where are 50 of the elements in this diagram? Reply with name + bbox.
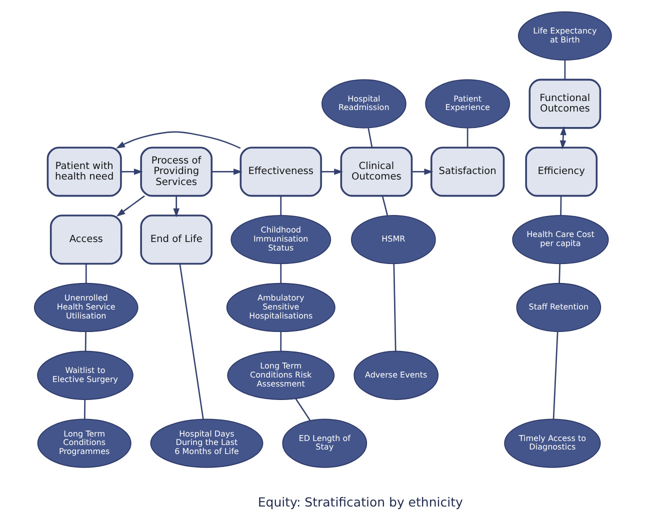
node-ellipse: ED Length of Stay bbox=[282, 418, 367, 468]
connector bbox=[178, 264, 204, 420]
connector bbox=[84, 332, 86, 352]
node-ellipse: Hospital Readmission bbox=[321, 79, 406, 128]
arrow bbox=[211, 168, 242, 175]
connector bbox=[381, 196, 388, 216]
node-ellipse: Staff Retention bbox=[516, 282, 601, 332]
connector bbox=[84, 264, 86, 284]
node-ellipse: Adverse Events bbox=[353, 350, 438, 400]
arrow bbox=[116, 131, 240, 149]
node-ellipse: Long Term Conditions Risk Assessment bbox=[226, 350, 334, 400]
node-box: Process of Providing Services bbox=[140, 146, 212, 197]
connector bbox=[466, 128, 468, 148]
arrow bbox=[412, 168, 433, 175]
node-box: End of Life bbox=[140, 214, 212, 265]
connector bbox=[552, 332, 558, 420]
node-box: Patient with health need bbox=[46, 146, 122, 197]
connector bbox=[280, 332, 282, 352]
arrow bbox=[559, 126, 566, 150]
node-ellipse: Timely Access to Diagnostics bbox=[504, 418, 600, 468]
connector bbox=[560, 196, 562, 216]
connector bbox=[558, 264, 560, 284]
node-ellipse: Hospital Days During the Last 6 Months of Life bbox=[150, 418, 263, 468]
connector bbox=[367, 128, 372, 148]
node-box: Functional Outcomes bbox=[528, 78, 601, 129]
node-box: Efficiency bbox=[524, 146, 598, 197]
arrow bbox=[172, 196, 179, 218]
connector bbox=[392, 264, 396, 352]
connector bbox=[294, 398, 310, 421]
node-box: Effectiveness bbox=[239, 146, 322, 197]
connector bbox=[280, 196, 282, 216]
arrow bbox=[116, 195, 144, 217]
label: Equity: Stratification by ethnicity bbox=[257, 494, 462, 510]
node-ellipse: Health Care Cost per capita bbox=[512, 215, 608, 264]
arrow bbox=[120, 168, 142, 175]
connector bbox=[564, 60, 566, 80]
node-ellipse: HSMR bbox=[350, 215, 436, 264]
connector bbox=[83, 400, 86, 419]
node-box: Clinical Outcomes bbox=[340, 146, 412, 197]
arrow bbox=[320, 168, 343, 175]
connector bbox=[280, 264, 282, 284]
node-box: Access bbox=[49, 214, 122, 265]
node-ellipse: Childhood Immunisation Status bbox=[230, 215, 331, 264]
node-ellipse: Long Term Conditions Programmes bbox=[36, 418, 131, 468]
node-box: Satisfaction bbox=[430, 146, 504, 197]
node-ellipse: Unenrolled Health Service Utilisation bbox=[33, 282, 138, 332]
node-ellipse: Waitlist to Elective Surgery bbox=[36, 350, 133, 400]
node-ellipse: Ambulatory Sensitive Hospitalisations bbox=[226, 282, 335, 332]
node-ellipse: Life Expectancy at Birth bbox=[517, 11, 612, 60]
node-ellipse: Patient Experience bbox=[424, 79, 510, 128]
